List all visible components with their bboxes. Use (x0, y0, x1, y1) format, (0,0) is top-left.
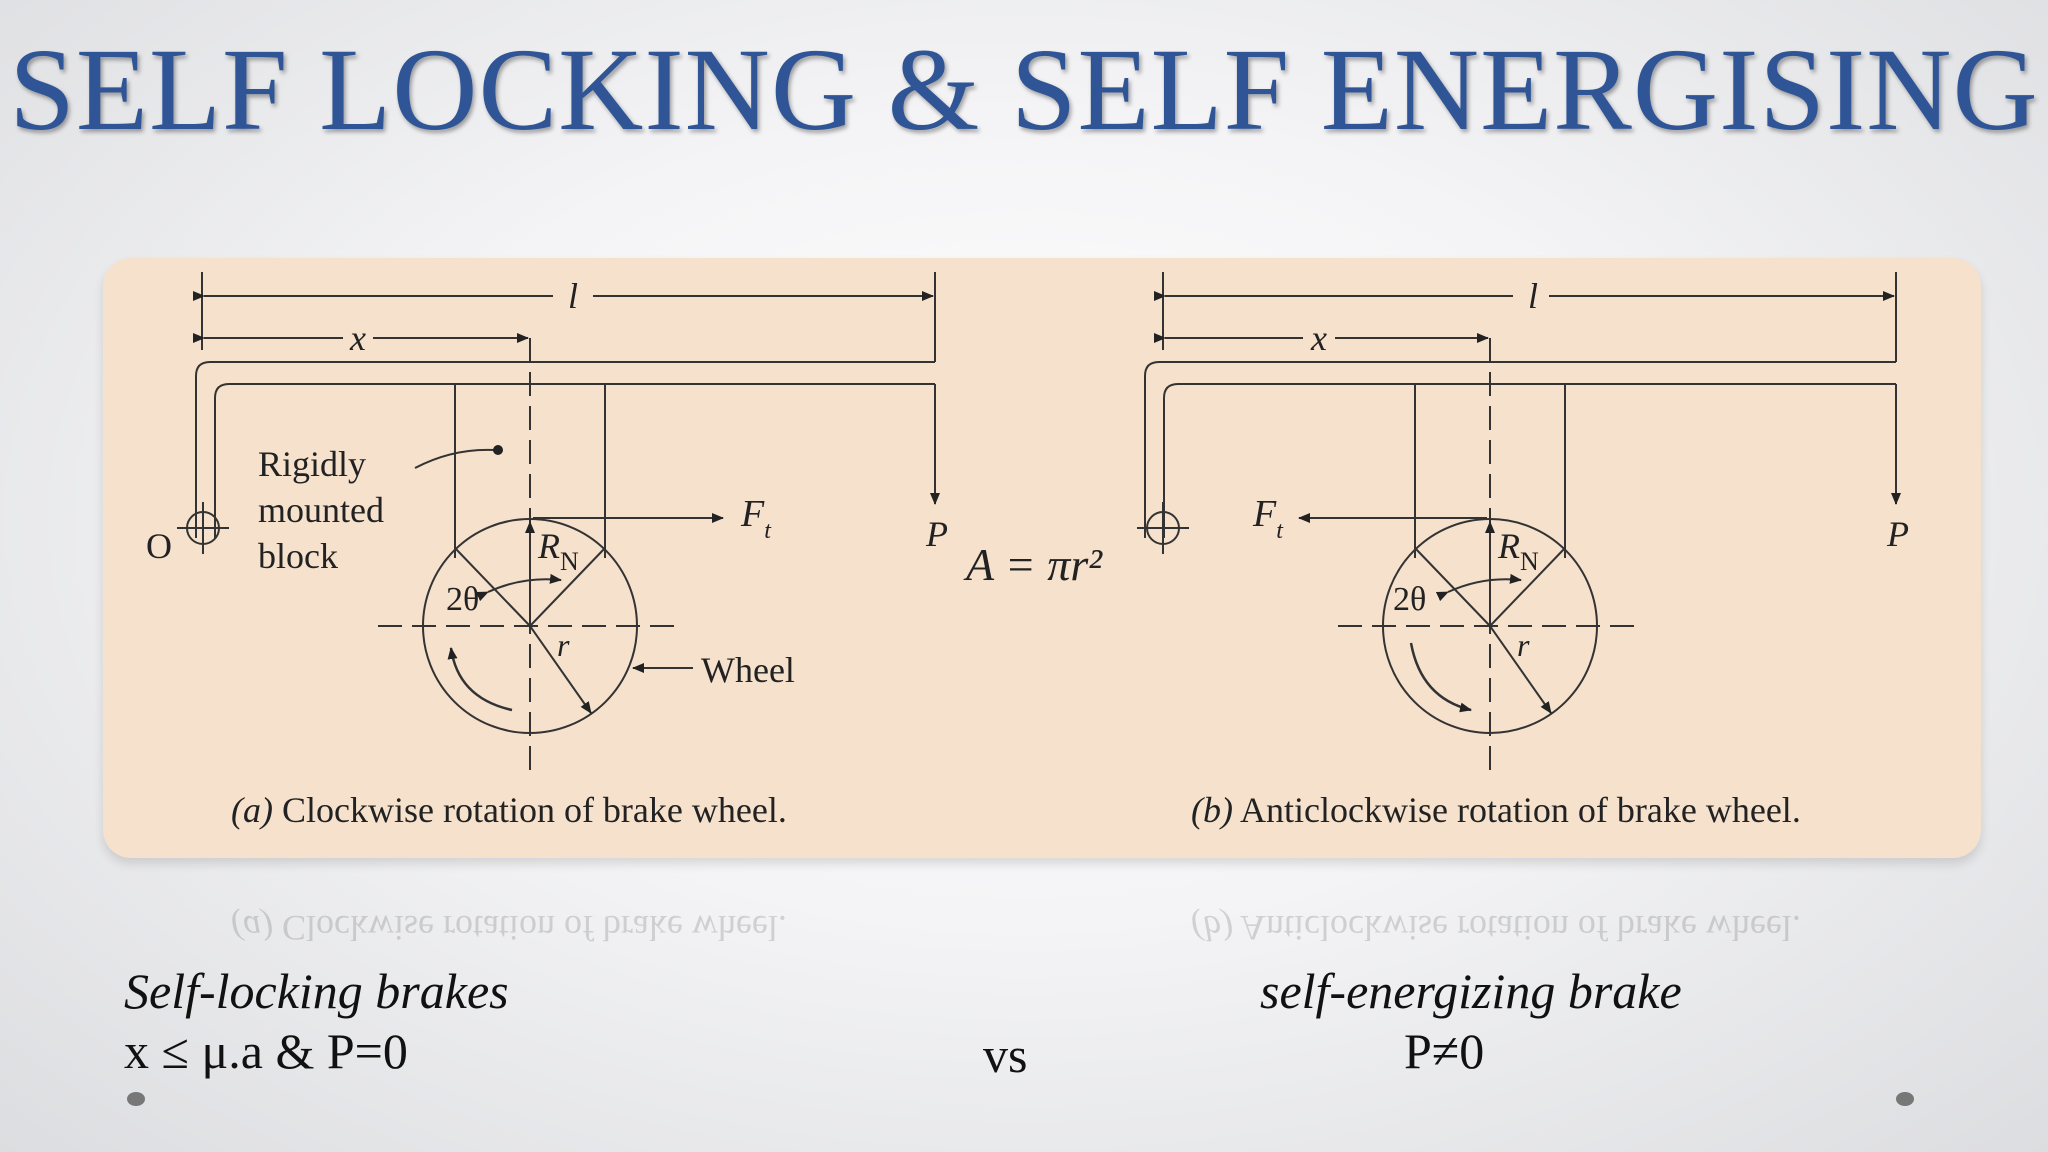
caption-a: (a) Clockwise rotation of brake wheel. (231, 790, 787, 830)
rotation-arrow (447, 647, 513, 712)
wheel-circle (422, 518, 638, 734)
panel-reflection: (a) Clockwise rotation of brake wheel. (… (103, 862, 1981, 942)
label-l-b: l (1528, 276, 1538, 316)
diagram-b-text: l x Ft P RN 2θ r (b) Anticlockwise rotat… (1191, 276, 1909, 830)
caption-b: (b) Anticlockwise rotation of brake whee… (1191, 790, 1801, 830)
lever-outer (195, 361, 935, 538)
self-energizing-heading: self-energizing brake (1260, 963, 1682, 1019)
diagram-b (1137, 272, 1901, 778)
angle-arc (475, 573, 562, 602)
lever-outer-b (1144, 361, 1896, 538)
brake-diagram: l x O Rigidly mounted block Ft P RN 2θ r… (146, 272, 1909, 830)
self-energizing-condition: P≠0 (1404, 1023, 1485, 1079)
label-r-a: r (557, 627, 570, 663)
label-block: block (258, 536, 338, 576)
label-r-b: r (1517, 627, 1530, 663)
wheel-circle-b (1382, 518, 1598, 734)
diagram-a-text: l x O Rigidly mounted block Ft P RN 2θ r… (146, 276, 948, 830)
svg-text:(a) Clockwise rotation of brak: (a) Clockwise rotation of brake wheel. (231, 908, 787, 942)
label-x-a: x (349, 318, 366, 358)
area-formula: A = πr² (966, 539, 1103, 590)
diagram-a (177, 272, 940, 778)
label-rn-a: RN (537, 526, 579, 576)
label-mounted: mounted (258, 490, 384, 530)
svg-text:(b) Anticlockwise rotation of: (b) Anticlockwise rotation of brake whee… (1191, 908, 1801, 942)
lever-inner-b (1163, 383, 1896, 538)
brake-diagram-panel: l x O Rigidly mounted block Ft P RN 2θ r… (103, 258, 1981, 858)
slide-dot-left (127, 1092, 145, 1106)
label-o: O (146, 526, 172, 566)
label-rigidly: Rigidly (258, 444, 366, 484)
radius-arrow (529, 625, 592, 714)
label-rn-b: RN (1497, 526, 1539, 576)
versus-label: vs (983, 1027, 1028, 1083)
label-p-b: P (1886, 514, 1909, 554)
self-locking-heading: Self-locking brakes (124, 963, 509, 1019)
leader-line (414, 448, 496, 469)
label-2theta-a: 2θ (446, 581, 479, 618)
label-ft-b: Ft (1252, 493, 1284, 544)
lever-inner (214, 383, 935, 538)
label-x-b: x (1310, 318, 1327, 358)
self-locking-condition: x ≤ μ.a & P=0 (124, 1023, 408, 1079)
label-ft-a: Ft (740, 493, 772, 544)
angle-arc-b (1435, 573, 1522, 602)
radius-arrow-b (1489, 625, 1552, 714)
label-p-a: P (925, 514, 948, 554)
label-2theta-b: 2θ (1393, 581, 1426, 618)
rotation-arrow-b (1409, 642, 1472, 713)
slide-dot-right (1896, 1092, 1914, 1106)
label-wheel: Wheel (701, 650, 795, 690)
label-l-a: l (568, 276, 578, 316)
slide-title: SELF LOCKING & SELF ENERGISING (9, 24, 2039, 155)
sector-right (529, 547, 606, 627)
